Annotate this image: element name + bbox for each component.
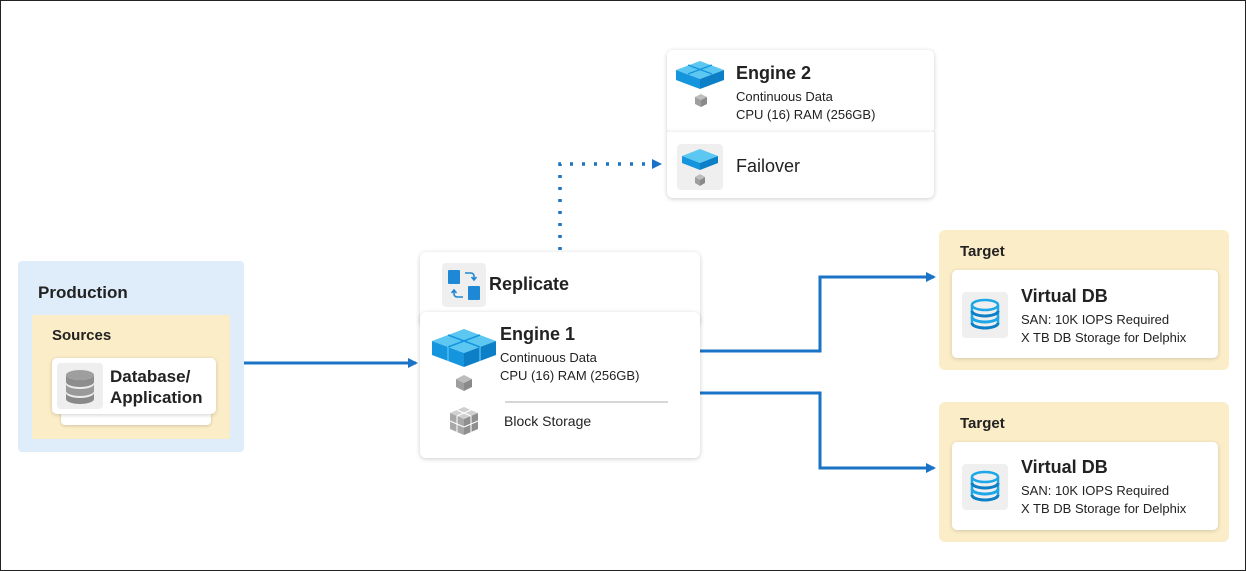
engine2-title: Engine 2 <box>736 63 812 83</box>
virtual-db-line2-1: X TB DB Storage for Delphix <box>1021 330 1187 345</box>
engine1-divider <box>505 401 668 403</box>
block-storage-label: Block Storage <box>504 413 592 429</box>
replicate-label: Replicate <box>489 274 570 294</box>
engine2-card <box>667 50 934 134</box>
target-title-2: Target <box>960 415 1005 432</box>
virtual-db-icon <box>962 464 1008 510</box>
engine2-line2: CPU (16) RAM (256GB) <box>736 107 876 122</box>
failover-label: Failover <box>736 156 801 176</box>
virtual-db-line1-1: SAN: 10K IOPS Required <box>1021 312 1170 327</box>
replicate-icon <box>442 263 486 307</box>
virtual-db-line2-2: X TB DB Storage for Delphix <box>1021 501 1187 516</box>
engine-cube-icon <box>428 327 500 393</box>
engine2-line1: Continuous Data <box>736 89 833 104</box>
virtual-db-line1-2: SAN: 10K IOPS Required <box>1021 483 1170 498</box>
block-storage-icon <box>446 404 482 438</box>
production-title: Production <box>38 283 128 302</box>
sources-title: Sources <box>52 327 112 344</box>
failover-engine-icon <box>677 144 723 190</box>
engine1-line1: Continuous Data <box>500 350 597 365</box>
target-title-1: Target <box>960 243 1005 260</box>
virtual-db-icon <box>962 292 1008 338</box>
database-application-label: Database/ Application <box>110 366 203 408</box>
database-icon <box>57 363 103 409</box>
database-label-line2: Application <box>110 388 203 407</box>
virtual-db-title-1: Virtual DB <box>1021 286 1108 306</box>
engine1-line2: CPU (16) RAM (256GB) <box>500 368 640 383</box>
virtual-db-title-2: Virtual DB <box>1021 457 1108 477</box>
engine2-cube-icon <box>674 59 726 109</box>
database-label-line1: Database/ <box>110 367 191 386</box>
engine1-title: Engine 1 <box>500 324 576 344</box>
